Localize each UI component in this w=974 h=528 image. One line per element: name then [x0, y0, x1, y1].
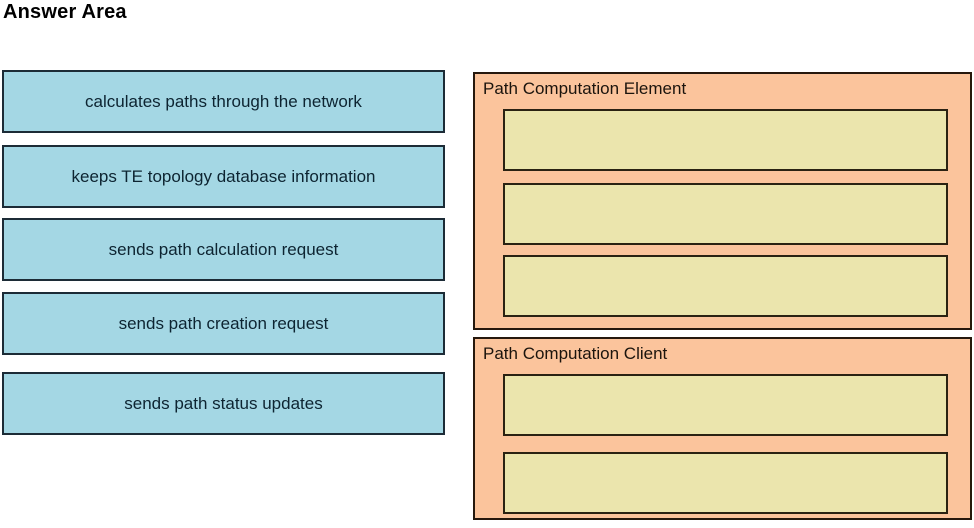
drag-item-keeps-te-topology[interactable]: keeps TE topology database information — [2, 145, 445, 208]
drop-slot-pce-3[interactable] — [503, 255, 948, 317]
drag-item-label: sends path creation request — [118, 313, 329, 333]
drop-group-title: Path Computation Client — [483, 344, 668, 363]
drop-group-path-computation-client: Path Computation Client — [473, 337, 972, 520]
drag-item-calculates-paths[interactable]: calculates paths through the network — [2, 70, 445, 133]
drop-group-title: Path Computation Element — [483, 79, 687, 98]
drag-item-path-calculation-request[interactable]: sends path calculation request — [2, 218, 445, 281]
drag-item-label: sends path status updates — [124, 393, 323, 413]
drop-slot-pcc-2[interactable] — [503, 452, 948, 514]
drag-item-label: keeps TE topology database information — [71, 166, 376, 186]
drag-item-label: calculates paths through the network — [85, 91, 362, 111]
drop-group-path-computation-element: Path Computation Element — [473, 72, 972, 330]
drop-slot-pce-2[interactable] — [503, 183, 948, 245]
drag-item-path-creation-request[interactable]: sends path creation request — [2, 292, 445, 355]
page-title: Answer Area — [3, 1, 127, 23]
drag-item-path-status-updates[interactable]: sends path status updates — [2, 372, 445, 435]
drag-item-label: sends path calculation request — [108, 239, 339, 259]
drop-slot-pcc-1[interactable] — [503, 374, 948, 436]
drop-slot-pce-1[interactable] — [503, 109, 948, 171]
